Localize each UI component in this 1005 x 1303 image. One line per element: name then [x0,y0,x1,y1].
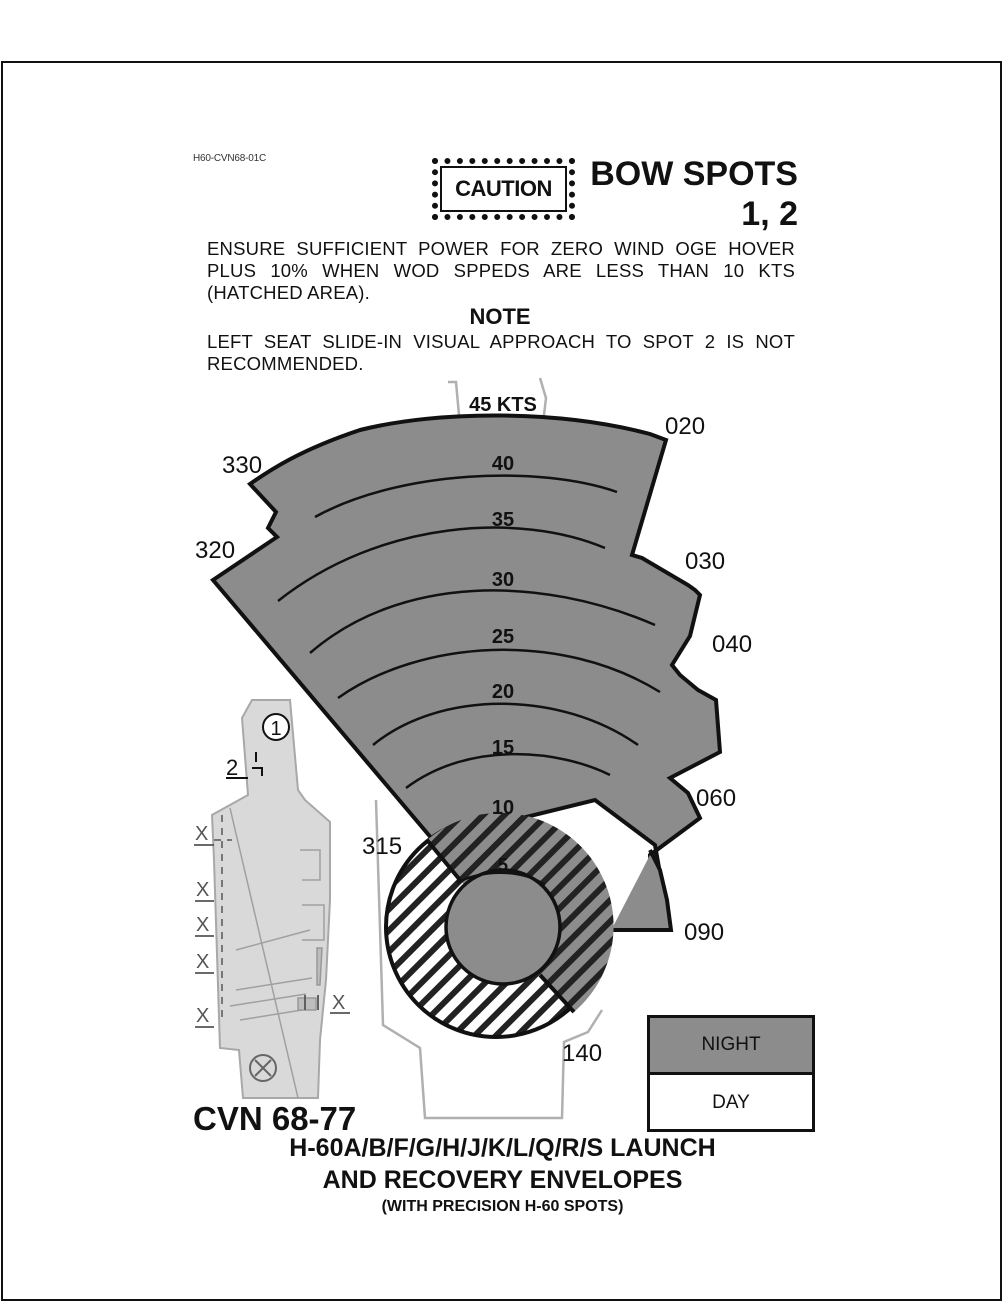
ring-label-10: 10 [492,797,514,819]
spot-2-label: 2 [226,755,238,780]
spot-1-marker [262,713,290,741]
carrier-deck: 1 2 X X X X X X [194,699,350,1099]
bearing-090: 090 [684,919,724,946]
legend-day: DAY [712,1092,750,1113]
ring-label-20: 20 [492,681,514,703]
caption-line-3: (WITH PRECISION H-60 SPOTS) [381,1198,624,1215]
bearing-330: 330 [222,452,262,479]
ring-arc-35 [277,526,606,602]
title-bow-spots: BOW SPOTS [590,155,798,193]
x-mark-1: X [195,823,208,845]
deck-lines [229,807,325,1099]
note-text: LEFT SEAT SLIDE-IN VISUAL APPROACH TO SP… [207,331,795,374]
x-mark-2: X [196,879,209,901]
title-spot-numbers: 1, 2 [741,195,798,233]
caption-line-1: H-60A/B/F/G/H/J/K/L/Q/R/S LAUNCH [289,1134,716,1162]
legend-night: NIGHT [650,1018,812,1075]
spot-x-cross [254,1059,272,1077]
caution-label: CAUTION [455,176,552,201]
bearing-060: 060 [696,785,736,812]
bearing-030: 030 [685,548,725,575]
ring-label-30: 30 [492,569,514,591]
ring-label-15: 15 [492,737,514,759]
deck-spot-x-marks: X X X X X X [195,823,345,1027]
caution-text: ENSURE SUFFICIENT POWER FOR ZERO WIND OG… [207,238,795,303]
bearing-315: 315 [362,833,402,860]
speed-ring-arcs [277,474,661,790]
night-boundary [425,838,576,1014]
ship-class: CVN 68-77 [193,1100,357,1137]
island-structure [297,947,323,1011]
note-heading: NOTE [469,304,531,329]
ring-label-5: 5 [498,855,508,875]
x-mark-6: X [332,992,345,1014]
spot-x-circle [249,1054,277,1082]
caption-line-2: AND RECOVERY ENVELOPES [322,1166,683,1194]
bearing-labels: 330 320 315 020 030 040 060 090 140 [195,413,752,1067]
speed-ring-labels: 45 KTS 40 35 30 25 20 15 10 5 [469,394,537,875]
ring-arc-40 [314,474,618,519]
x-mark-3: X [196,914,209,936]
ring-arc-20 [372,702,639,747]
page-frame [1,61,1002,1301]
ring-label-40: 40 [492,453,514,475]
figure-id: H60-CVN68-01C [193,153,266,164]
x-mark-4: X [196,951,209,973]
bearing-320: 320 [195,537,235,564]
low-speed-zone [384,812,614,1039]
caution-badge: CAUTION [432,158,575,220]
five-knot-circle [444,868,562,986]
legend: NIGHT DAY [647,1015,815,1132]
night-envelope-right [570,855,671,1010]
bearing-020: 020 [665,413,705,440]
ring-arc-25 [337,648,661,700]
ring-label-45: 45 KTS [469,394,537,416]
bearing-140: 140 [562,1040,602,1067]
ring-arc-30 [309,589,656,654]
ring-label-25: 25 [492,626,514,648]
ring-label-35: 35 [492,509,514,531]
foul-line [214,815,232,1022]
bearing-040: 040 [712,631,752,658]
ring-arc-5 [456,871,546,887]
night-envelope-edge [608,849,674,932]
ring-arc-15 [405,752,611,790]
spot-2-marker [226,752,263,779]
spot-1-label: 1 [270,718,281,740]
x-mark-5: X [196,1005,209,1027]
x-mark-underlines [194,844,350,1028]
